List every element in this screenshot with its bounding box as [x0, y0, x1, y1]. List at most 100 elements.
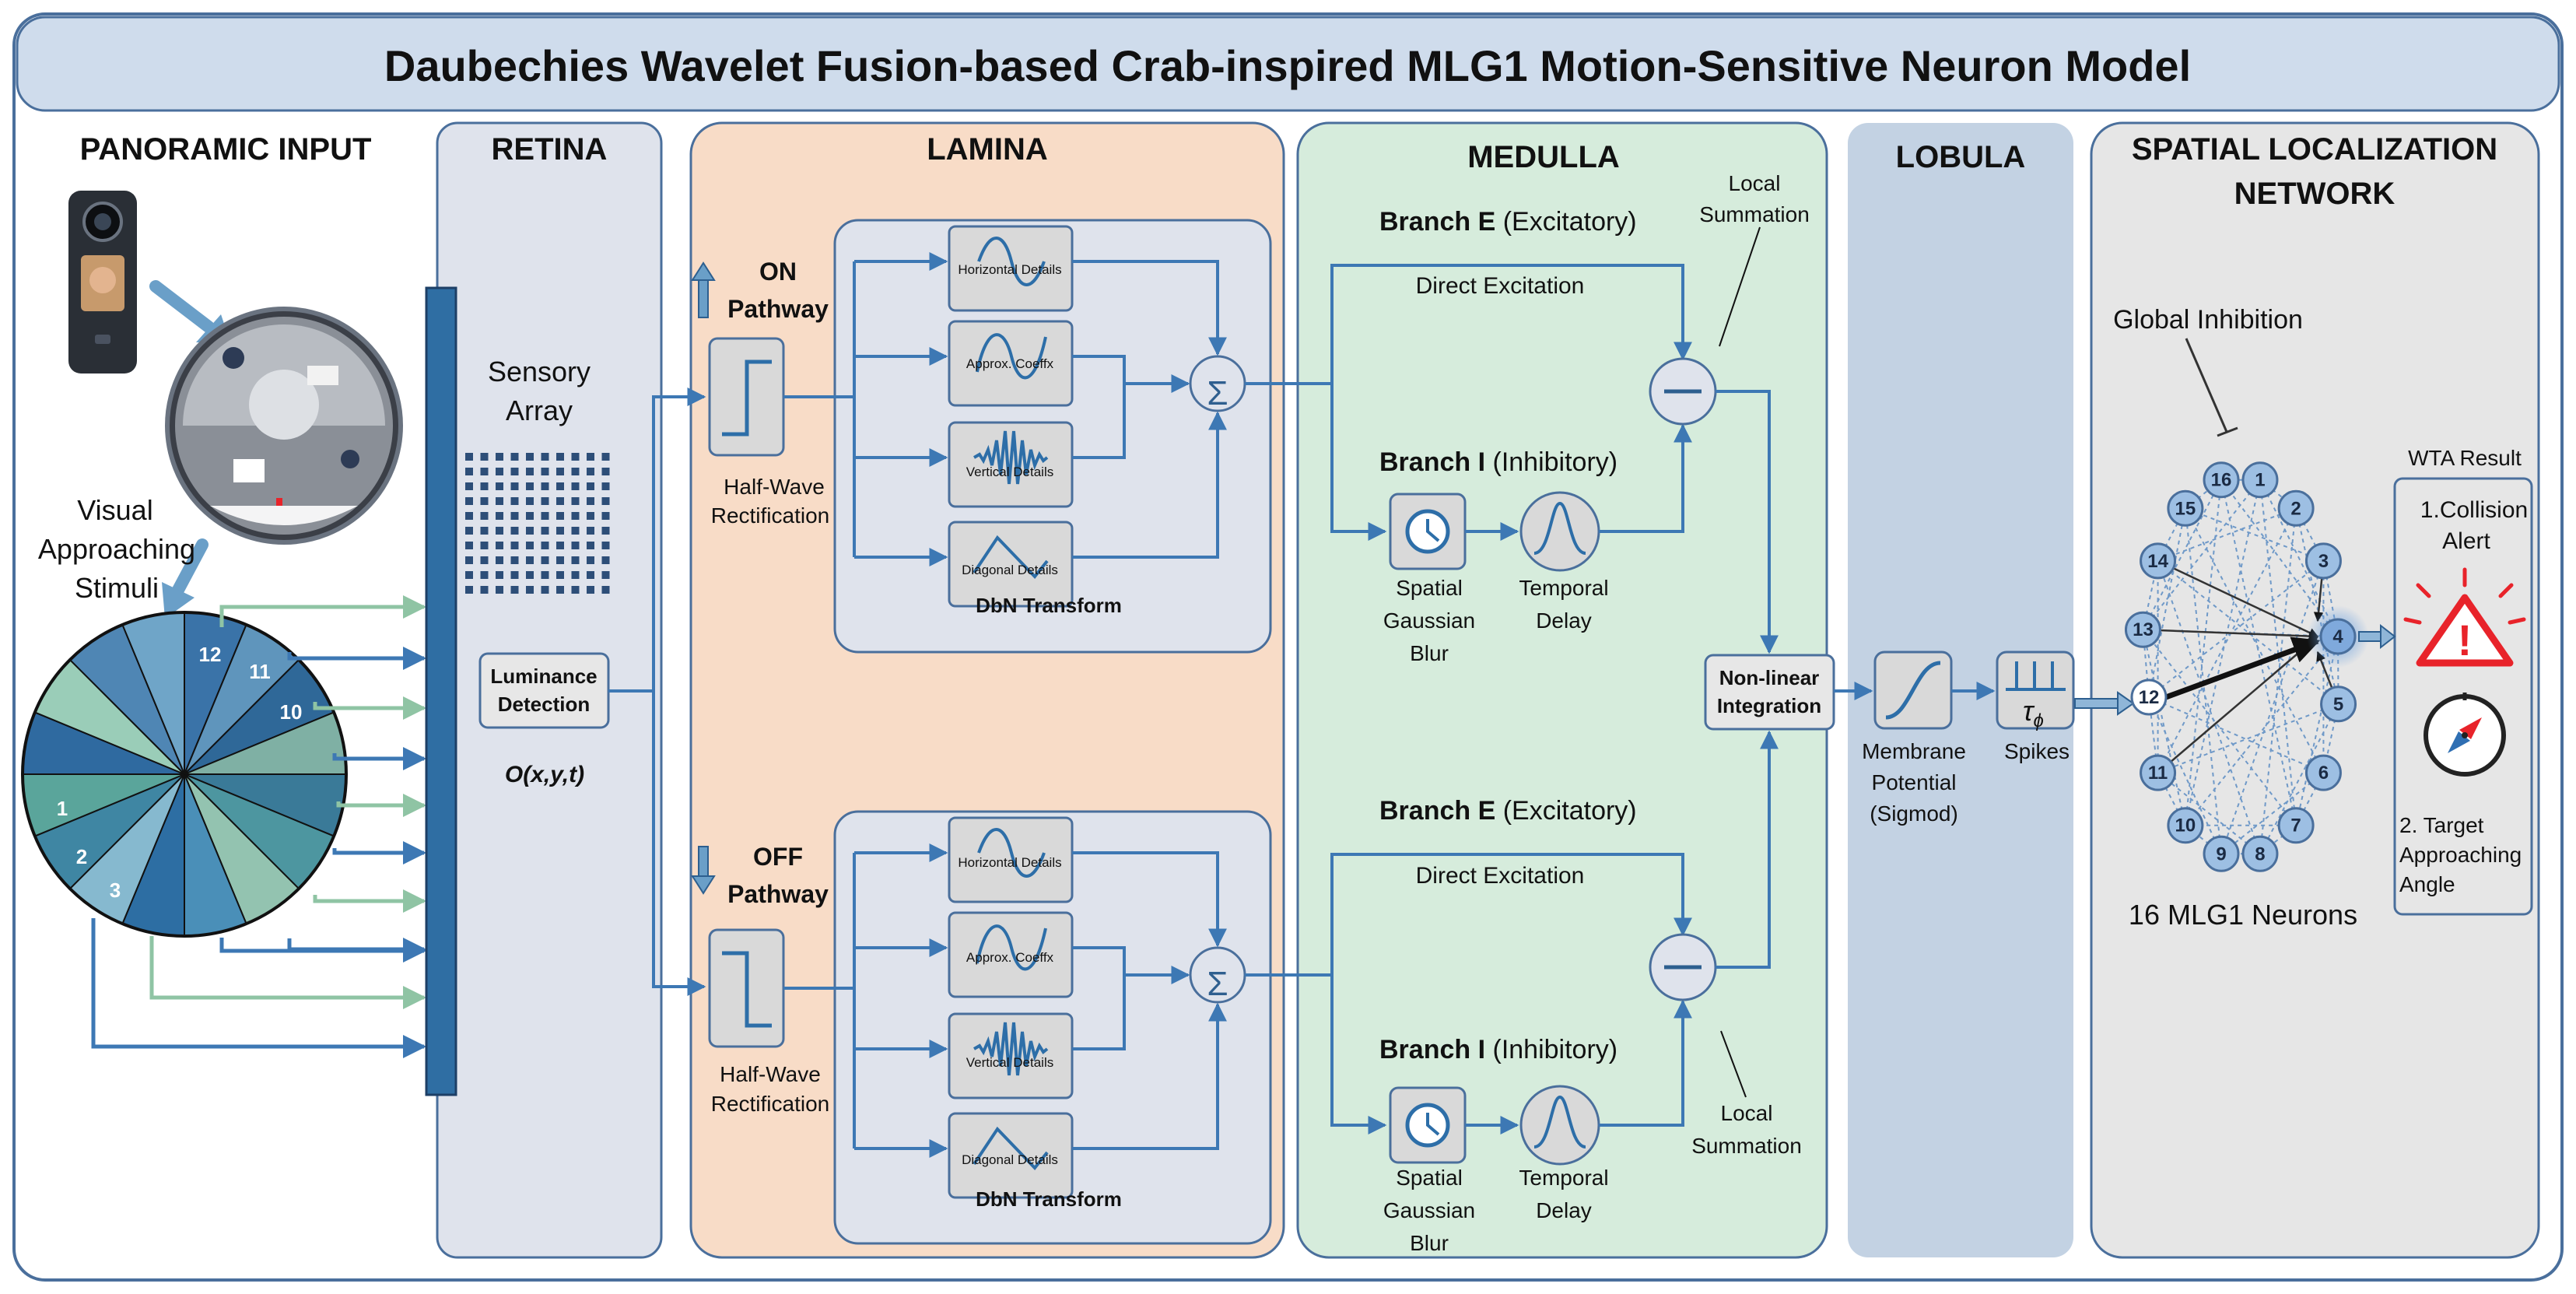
sensory-dot	[556, 453, 564, 461]
sensory-dot	[601, 527, 610, 535]
sensory-dot	[496, 556, 503, 564]
sensory-dot	[601, 586, 610, 594]
sensory-dot	[587, 527, 594, 535]
sensory-dot	[496, 586, 503, 594]
sector-label-10: 10	[280, 700, 303, 724]
wavelet-label-diagonal-on: Diagonal Details	[962, 563, 1058, 577]
neuron-link	[2142, 479, 2222, 630]
dbn-label-off: DbN Transform	[976, 1187, 1122, 1211]
winner-input-arrow	[2143, 628, 2319, 641]
sensory-dot	[571, 468, 580, 475]
neuron-2: 2	[2277, 489, 2315, 527]
sector-label-1: 1	[57, 797, 68, 820]
feed-arrow	[219, 595, 426, 627]
sensory-dot	[587, 556, 594, 564]
neuron-node	[2167, 807, 2204, 844]
output-variable: O(x,y,t)	[505, 762, 584, 787]
neuron-id-label: 6	[2318, 763, 2329, 784]
wire	[1072, 384, 1126, 459]
sensory-dot	[465, 497, 473, 505]
sensory-array-line2: Array	[506, 395, 573, 426]
neuron-id-label: 7	[2290, 815, 2301, 836]
hwr-off-line2: Rectification	[711, 1092, 830, 1116]
sensory-dot	[526, 586, 534, 594]
wavelet-label-approx-off: Approx. Coeffx	[966, 950, 1054, 965]
step-down-icon	[722, 951, 772, 1028]
sensory-dot	[526, 482, 534, 490]
horizontal-wavelet-icon	[977, 828, 1046, 878]
feed-arrow	[149, 936, 426, 1009]
feed-arrow	[332, 841, 426, 864]
sensory-dot	[496, 453, 503, 461]
sensory-dot	[496, 571, 503, 579]
integration-line2: Integration	[1717, 694, 1821, 717]
sensory-dot	[541, 512, 549, 520]
sensory-dot	[526, 468, 534, 475]
heading-retina: RETINA	[492, 132, 608, 167]
excitation-arrow	[1330, 264, 1692, 384]
wire-arrow	[1599, 999, 1692, 1127]
heading-lobula: LOBULA	[1896, 140, 2026, 174]
inhibition-arrow	[1330, 384, 1387, 541]
sector-wheel	[21, 611, 348, 938]
local-summation-bottom-line1: Local	[1721, 1101, 1773, 1125]
camera-to-view-arrow	[149, 280, 215, 333]
sensory-dot-grid	[465, 453, 610, 594]
wire-arrow	[1072, 851, 1227, 948]
sensory-dot	[526, 556, 534, 564]
sensory-dot	[601, 542, 610, 549]
inhibition-arrow	[1330, 975, 1387, 1134]
sensory-dot	[480, 571, 489, 579]
stimuli-label-line1: Visual	[77, 494, 152, 526]
sensory-dot	[526, 542, 534, 549]
blur-top-line3: Blur	[1410, 641, 1449, 665]
wire-arrow	[1072, 355, 1190, 393]
branch-i-top: Branch I (Inhibitory)	[1379, 447, 1617, 477]
sensory-dot	[541, 571, 549, 579]
sector-label-12: 12	[199, 643, 222, 666]
delay-top-line2: Delay	[1536, 608, 1592, 633]
neuron-id-label: 12	[2139, 687, 2160, 708]
sensory-dot	[556, 468, 564, 475]
sensory-dot	[587, 542, 594, 549]
sensory-dot	[510, 453, 519, 461]
clock-hands	[1426, 1113, 1440, 1136]
sensory-dot	[587, 497, 594, 505]
sensory-dot	[541, 527, 549, 535]
strongest-input-arrow	[2164, 636, 2321, 700]
gaussian-curve-icon	[1533, 501, 1586, 555]
stimuli-label-line3: Stimuli	[75, 572, 159, 604]
blur-bottom-line3: Blur	[1410, 1231, 1449, 1255]
callout-line	[1719, 226, 1761, 347]
sensory-dot	[480, 468, 489, 475]
neuron-node	[2140, 542, 2177, 580]
membrane-line1: Membrane	[1862, 739, 1966, 763]
sensory-dot	[556, 586, 564, 594]
neuron-id-label: 8	[2255, 843, 2265, 864]
off-pathway-line2: Pathway	[727, 880, 829, 908]
neuron-16: 16	[2203, 461, 2240, 499]
global-inhibition-label: Global Inhibition	[2113, 305, 2303, 335]
neuron-node	[2241, 461, 2279, 499]
blur-top-line2: Gaussian	[1383, 608, 1475, 633]
sensory-dot	[571, 512, 580, 520]
neuron-link	[2259, 479, 2297, 826]
neuron-node	[2277, 489, 2315, 527]
to-integration-arrow	[1716, 390, 1779, 654]
sensory-dot	[556, 571, 564, 579]
tau-symbol: τϕ	[2023, 695, 2044, 731]
sensory-dot	[510, 468, 519, 475]
sensory-dot	[526, 512, 534, 520]
neuron-node	[2203, 835, 2240, 872]
neuron-link	[2157, 703, 2339, 774]
sensory-dot	[587, 468, 594, 475]
vertical-wavelet-icon	[973, 430, 1049, 485]
sensory-dot	[601, 497, 610, 505]
neuron-id-label: 13	[2133, 619, 2154, 640]
neuron-id-label: 10	[2175, 815, 2196, 836]
wavelet-label-horizontal-on: Horizontal Details	[958, 262, 1061, 277]
wavelet-label-vertical-on: Vertical Details	[966, 465, 1053, 479]
sensory-dot	[465, 468, 473, 475]
sensory-dot	[510, 571, 519, 579]
neuron-id-label: 4	[2332, 626, 2343, 647]
